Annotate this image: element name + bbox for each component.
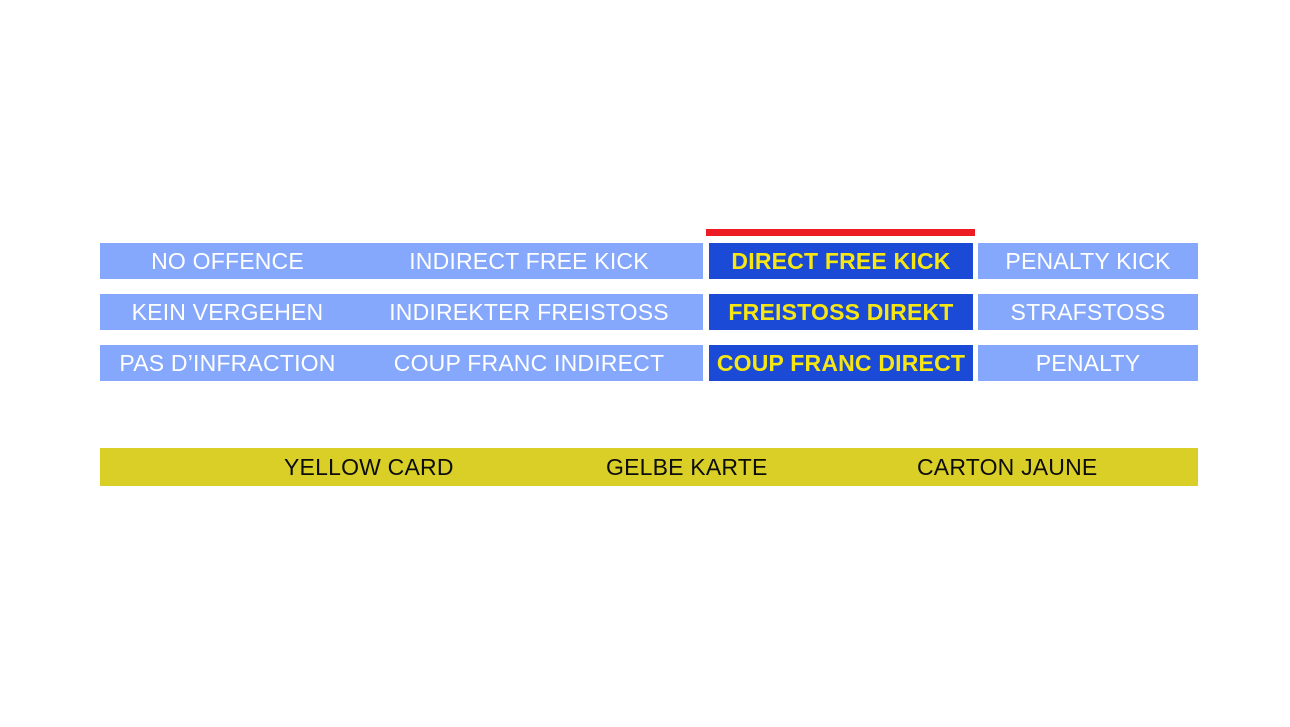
decision-cell-indirect-free-kick-de[interactable]: INDIREKTER FREISTOSS: [355, 294, 703, 330]
decision-cell-penalty-kick-fr[interactable]: PENALTY: [978, 345, 1198, 381]
decision-cell-no-offence-en[interactable]: NO OFFENCE: [100, 243, 355, 279]
yellow-card-bar[interactable]: YELLOW CARD GELBE KARTE CARTON JAUNE: [100, 448, 1198, 486]
decision-row-english: NO OFFENCE INDIRECT FREE KICK DIRECT FRE…: [100, 243, 1198, 279]
decision-cell-direct-free-kick-en[interactable]: DIRECT FREE KICK: [703, 243, 978, 279]
decision-row-german: KEIN VERGEHEN INDIREKTER FREISTOSS FREIS…: [100, 294, 1198, 330]
decision-cell-indirect-free-kick-fr[interactable]: COUP FRANC INDIRECT: [355, 345, 703, 381]
yellow-card-label-english: YELLOW CARD: [284, 453, 454, 480]
decision-cell-penalty-kick-en[interactable]: PENALTY KICK: [978, 243, 1198, 279]
selected-decision-indicator: [706, 229, 975, 236]
decision-row-french: PAS D’INFRACTION COUP FRANC INDIRECT COU…: [100, 345, 1198, 381]
decision-cell-no-offence-de[interactable]: KEIN VERGEHEN: [100, 294, 355, 330]
decision-cell-indirect-free-kick-en[interactable]: INDIRECT FREE KICK: [355, 243, 703, 279]
decision-cell-direct-free-kick-de[interactable]: FREISTOSS DIREKT: [703, 294, 978, 330]
decision-cell-no-offence-fr[interactable]: PAS D’INFRACTION: [100, 345, 355, 381]
decision-cell-direct-free-kick-fr[interactable]: COUP FRANC DIRECT: [703, 345, 978, 381]
decision-cell-penalty-kick-de[interactable]: STRAFSTOSS: [978, 294, 1198, 330]
yellow-card-label-french: CARTON JAUNE: [917, 453, 1098, 480]
yellow-card-label-german: GELBE KARTE: [606, 453, 768, 480]
